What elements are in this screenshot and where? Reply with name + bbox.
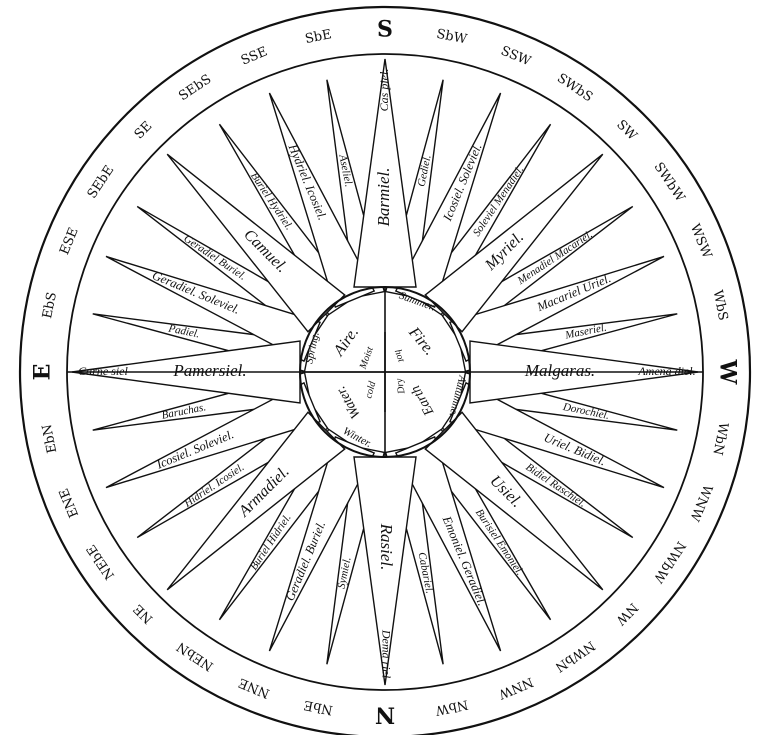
compass-point-nebn: NEbN xyxy=(174,638,216,673)
angel-label-s: Barmiel. xyxy=(374,167,393,226)
compass-point-nnw: NNW xyxy=(496,674,536,702)
quality-label-upper-right: hot xyxy=(392,348,407,364)
compass-point-nbe: NbE xyxy=(303,697,335,717)
compass-point-nne: NNE xyxy=(237,674,273,700)
compass-point-nwbn: NWbN xyxy=(552,637,597,674)
element-label-lower-right: Earth xyxy=(408,383,437,419)
angel-inner-label-e: Carne siel xyxy=(78,364,128,378)
angel-label-n: Rasiel. xyxy=(377,523,396,571)
rose-point-wnw xyxy=(449,381,665,489)
rose-point-nnw xyxy=(394,436,502,652)
compass-point-wbs: WbS xyxy=(710,289,731,322)
compass-point-sbe: SbE xyxy=(304,27,333,47)
rose-point-sw xyxy=(424,153,604,333)
compass-point-ese: ESE xyxy=(57,226,82,258)
rose-point-wsw xyxy=(449,255,665,363)
compass-point-ne: NE xyxy=(131,601,156,626)
compass-point-se: SE xyxy=(132,119,156,143)
compass-point-nbw: NbW xyxy=(433,696,469,717)
compass-point-sebs: SEbS xyxy=(176,72,214,104)
quality-label-lower-left: cold xyxy=(363,379,378,399)
angel-label-e: Pamersiel. xyxy=(172,361,246,380)
rose-point-ene xyxy=(105,381,321,489)
compass-point-wbn: WbN xyxy=(709,421,730,456)
compass-point-ebn: EbN xyxy=(40,423,60,455)
angel-inner-label-n: Dema riel xyxy=(379,629,393,679)
rose-point-sebs xyxy=(218,123,355,316)
rose-point-nebe xyxy=(136,402,329,539)
compass-point-sse: SSE xyxy=(239,44,270,68)
rose-point-ssw xyxy=(394,92,502,308)
rose-point-nwbn xyxy=(415,428,552,621)
rose-point-nne xyxy=(268,436,376,652)
compass-point-e: E xyxy=(30,364,56,381)
element-label-upper-right: Fire. xyxy=(405,323,439,358)
compass-point-wnw: WNW xyxy=(686,482,715,524)
compass-point-sw: SW xyxy=(613,117,640,144)
compass-point-swbw: SWbW xyxy=(651,160,688,205)
element-label-lower-left: Water. xyxy=(334,383,364,421)
compass-point-sebe: SEbE xyxy=(85,163,118,201)
quality-label-upper-left: Moist xyxy=(357,345,376,371)
rose-point-sse xyxy=(268,92,376,308)
rose-point-ne xyxy=(166,411,346,591)
rose-point-swbs xyxy=(415,123,552,316)
compass-point-nw: NW xyxy=(612,599,641,628)
rose-point-se xyxy=(166,153,346,333)
angel-inner-label-s: Cas piel. xyxy=(377,69,391,112)
compass-point-nebe: NEbE xyxy=(84,541,118,582)
angel-label-w: Malgaras. xyxy=(524,361,595,380)
rose-point-nebn xyxy=(218,428,355,621)
rose-point-sebe xyxy=(136,205,329,342)
outer-ring xyxy=(19,6,751,735)
rose-point-nw xyxy=(424,411,604,591)
compass-point-ssw: SSW xyxy=(499,44,534,70)
compass-point-ene: ENE xyxy=(57,486,82,520)
compass-point-ebs: EbS xyxy=(40,291,60,320)
angel-inner-label-w: Amena diel. xyxy=(637,364,695,378)
rose-points xyxy=(71,58,699,686)
compass-point-w: W xyxy=(715,359,741,385)
rose-point-nwbw xyxy=(441,402,634,539)
element-label-upper-left: Aire. xyxy=(330,324,362,360)
rose-point-ese xyxy=(105,255,321,363)
compass-point-sbw: SbW xyxy=(435,27,469,48)
compass-point-wsw: WSW xyxy=(687,222,715,261)
compass-point-swbs: SWbS xyxy=(554,71,595,105)
quality-label-lower-right: Dry xyxy=(394,377,408,396)
compass-point-nwbw: NWbW xyxy=(649,538,688,585)
compass-point-n: N xyxy=(375,702,395,728)
compass-point-s: S xyxy=(377,17,393,43)
rose-point-swbw xyxy=(441,205,634,342)
